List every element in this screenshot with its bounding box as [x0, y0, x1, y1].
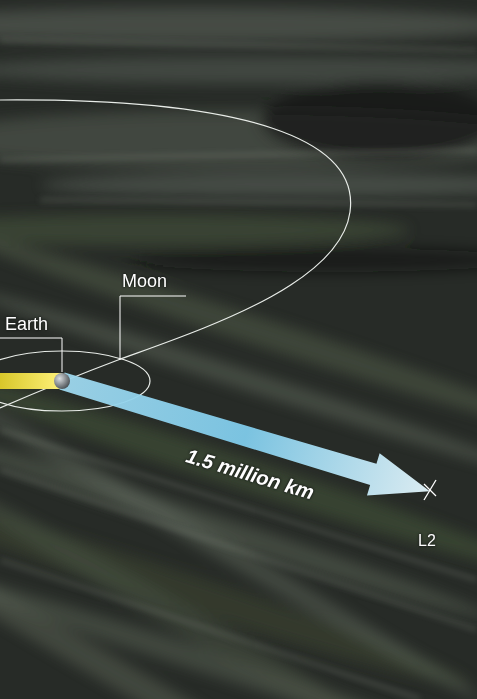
- point-label: L2: [418, 532, 436, 550]
- body-label: Earth: [5, 315, 48, 335]
- body-label: Moon: [122, 272, 167, 292]
